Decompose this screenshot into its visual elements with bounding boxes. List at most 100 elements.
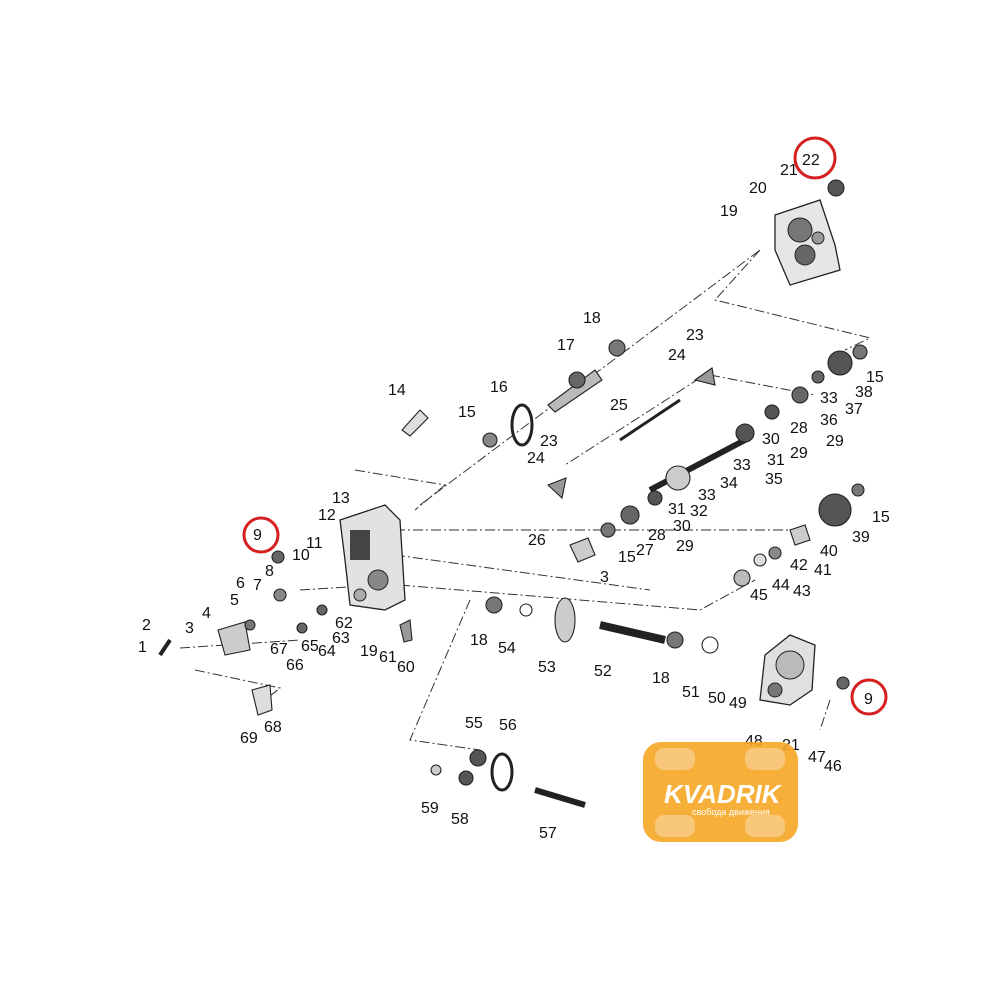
callout-22: 22 [802, 152, 820, 169]
callout-25: 25 [610, 397, 628, 414]
callout-23b: 23 [540, 433, 558, 450]
callout-1: 1 [138, 639, 147, 656]
callout-38: 38 [855, 384, 873, 401]
logo-tire-bottom-left [655, 815, 695, 837]
callout-46: 46 [824, 758, 842, 775]
callout-61: 61 [379, 649, 397, 666]
callout-23: 23 [686, 327, 704, 344]
callout-labels: 1 2 3 4 5 6 7 8 9 10 11 12 13 14 15 16 1… [138, 152, 890, 842]
callout-65: 65 [301, 638, 319, 655]
callout-27: 27 [636, 542, 654, 559]
callout-63: 63 [332, 630, 350, 647]
callout-33b: 33 [733, 457, 751, 474]
callout-67: 67 [270, 641, 288, 658]
callout-32: 32 [690, 503, 708, 520]
callout-47: 47 [808, 749, 826, 766]
callout-15b: 15 [866, 369, 884, 386]
callout-33c: 33 [698, 487, 716, 504]
callout-24: 24 [668, 347, 686, 364]
callout-15: 15 [458, 404, 476, 421]
callout-18b: 18 [470, 632, 488, 649]
logo-tire-top-right [745, 748, 785, 770]
callout-15d: 15 [872, 509, 890, 526]
callout-4: 4 [202, 605, 211, 622]
callout-29: 29 [826, 433, 844, 450]
logo-tire-bottom-right [745, 815, 785, 837]
callout-16: 16 [490, 379, 508, 396]
callout-53: 53 [538, 659, 556, 676]
callout-56: 56 [499, 717, 517, 734]
main-housing-part-12 [339, 504, 406, 611]
callout-9b: 9 [864, 691, 873, 708]
callout-8: 8 [265, 563, 274, 580]
logo-tagline: свобода движения [692, 807, 770, 817]
callout-45: 45 [750, 587, 768, 604]
callout-41: 41 [814, 562, 832, 579]
callout-20: 20 [749, 180, 767, 197]
callout-68: 68 [264, 719, 282, 736]
callout-19b: 19 [360, 643, 378, 660]
rear-cover-part-20 [774, 179, 845, 286]
callout-15c: 15 [618, 549, 636, 566]
callout-39: 39 [852, 529, 870, 546]
callout-19: 19 [720, 203, 738, 220]
callout-44: 44 [772, 577, 790, 594]
callout-69: 69 [240, 730, 258, 747]
callout-21: 21 [780, 162, 798, 179]
callout-28b: 28 [648, 527, 666, 544]
highlight-circle-9-right [850, 678, 888, 716]
callout-17: 17 [557, 337, 575, 354]
callout-26: 26 [528, 532, 546, 549]
callout-31b: 31 [668, 501, 686, 518]
callout-3b: 3 [600, 569, 609, 586]
callout-58: 58 [451, 811, 469, 828]
parts-drawings [158, 339, 868, 808]
callout-28: 28 [790, 420, 808, 437]
callout-7: 7 [253, 577, 262, 594]
callout-52: 52 [594, 663, 612, 680]
callout-24b: 24 [527, 450, 545, 467]
callout-14: 14 [388, 382, 406, 399]
callout-12: 12 [318, 507, 336, 524]
callout-13: 13 [332, 490, 350, 507]
side-cover-part-48 [759, 634, 816, 706]
callout-55: 55 [465, 715, 483, 732]
callout-18: 18 [583, 310, 601, 327]
callout-42: 42 [790, 557, 808, 574]
callout-5: 5 [230, 592, 239, 609]
logo-word: KVADRIK [664, 779, 783, 809]
logo-tire-top-left [655, 748, 695, 770]
callout-11: 11 [306, 535, 323, 552]
highlight-circle-9-left [242, 516, 280, 554]
callout-34: 34 [720, 475, 738, 492]
callout-30b: 30 [673, 518, 691, 535]
callout-50: 50 [708, 690, 726, 707]
callout-60: 60 [397, 659, 415, 676]
callout-36: 36 [820, 412, 838, 429]
callout-30: 30 [762, 431, 780, 448]
callout-40: 40 [820, 543, 838, 560]
callout-51: 51 [682, 684, 700, 701]
callout-43: 43 [793, 583, 811, 600]
callout-49: 49 [729, 695, 747, 712]
callout-62: 62 [335, 615, 353, 632]
callout-29c: 29 [676, 538, 694, 555]
callout-35: 35 [765, 471, 783, 488]
callout-29b: 29 [790, 445, 808, 462]
highlight-circle-22 [793, 136, 837, 180]
callout-66: 66 [286, 657, 304, 674]
callout-57: 57 [539, 825, 557, 842]
callout-37: 37 [845, 401, 863, 418]
callout-54: 54 [498, 640, 516, 657]
callout-9: 9 [253, 527, 262, 544]
callout-6: 6 [236, 575, 245, 592]
callout-59: 59 [421, 800, 439, 817]
kvadrik-logo: KVADRIK свобода движения [643, 742, 798, 842]
callout-18c: 18 [652, 670, 670, 687]
callout-64: 64 [318, 643, 336, 660]
callout-31: 31 [767, 452, 785, 469]
callout-10: 10 [292, 547, 310, 564]
callout-2: 2 [142, 617, 151, 634]
highlight-circles [242, 136, 888, 716]
